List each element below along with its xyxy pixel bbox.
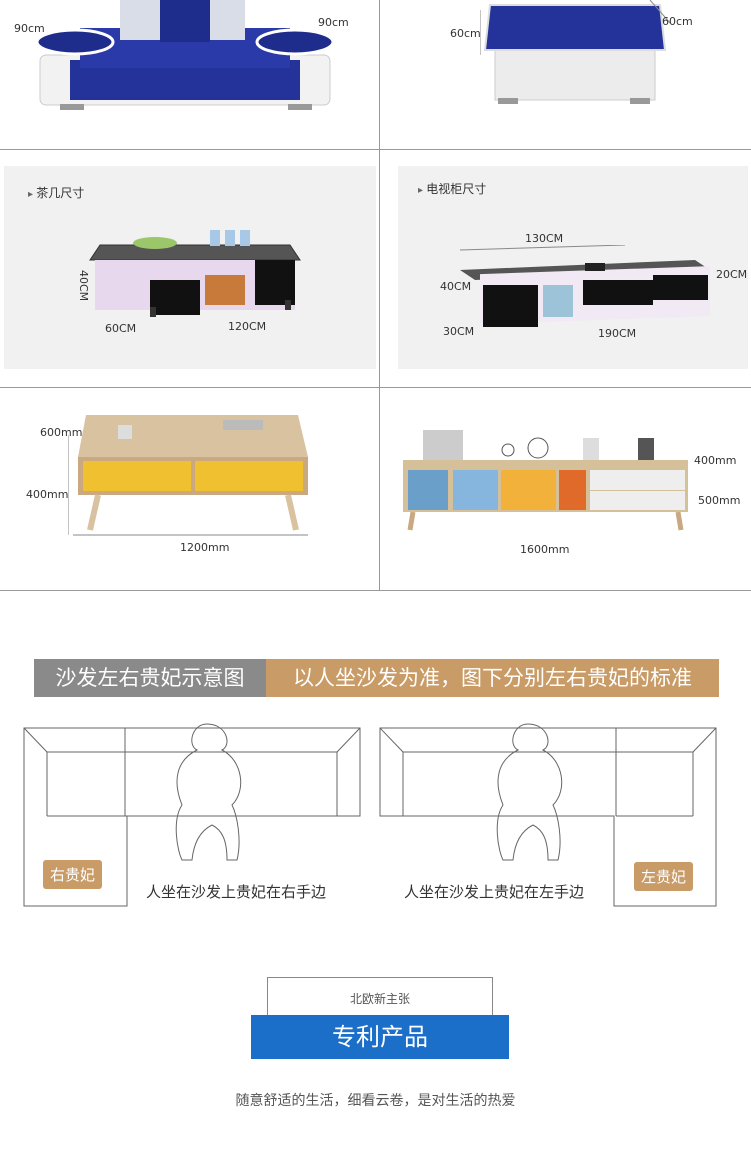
tv-cabinet-right-height-dim: 20CM [716,268,748,281]
tv-cabinet-top-length-dim: 130CM [525,232,564,245]
coffee-table-title: 茶几尺寸 [28,184,84,201]
coffee-table-wood-image [68,415,308,536]
wood-tv-height-top-dim: 400mm [694,454,737,467]
grid-divider-3 [0,590,751,591]
sofa-image [35,0,335,110]
diagram-right-caption: 人坐在沙发上贵妃在左手边 [404,883,585,901]
chaise-tag-left: 左贵妃 [634,862,694,891]
tv-cabinet-wood-image [403,430,688,531]
sofa-diagram-left [23,723,361,907]
sofa-diagram-right [379,723,717,907]
coffee-table-length-dim: 120CM [228,320,267,333]
diagram-left-caption: 人坐在沙发上贵妃在右手边 [146,883,327,901]
sofa-arm-dim-right: 90cm [318,16,349,29]
tv-cabinet-glass-image [459,245,710,327]
ottoman-image [480,0,670,104]
patent-title: 专利产品 [251,1015,509,1059]
grid-divider-1 [0,149,751,150]
coffee-table-height-dim: 40CM [77,270,90,302]
wood-tv-length-dim: 1600mm [520,543,570,556]
ottoman-depth-dim: 60cm [662,15,693,28]
wood-tv-height-dim: 500mm [698,494,741,507]
chaise-tag-right: 右贵妃 [43,860,103,889]
wood-table-depth-dim: 600mm [40,426,83,439]
banner-left: 沙发左右贵妃示意图 [34,659,266,697]
tv-cabinet-bottom-length-dim: 190CM [598,327,637,340]
wood-table-height-dim: 400mm [26,488,69,501]
tv-cabinet-title: 电视柜尺寸 [418,180,486,197]
grid-divider-2 [0,387,751,388]
grid-divider-vertical [379,0,380,590]
coffee-table-glass-image [89,230,301,317]
ottoman-height-dim: 60cm [450,27,481,40]
coffee-table-depth-dim: 60CM [105,322,137,335]
tv-cabinet-depth-dim: 30CM [443,325,475,338]
patent-tagline: 随意舒适的生活，细看云卷，是对生活的热爱 [235,1093,516,1109]
wood-table-length-dim: 1200mm [180,541,230,554]
patent-subtitle: 北欧新主张 [349,992,410,1006]
sofa-arm-dim-left: 90cm [14,22,45,35]
banner-right: 以人坐沙发为准，图下分别左右贵妃的标准 [266,659,719,697]
tv-cabinet-height-dim: 40CM [440,280,472,293]
